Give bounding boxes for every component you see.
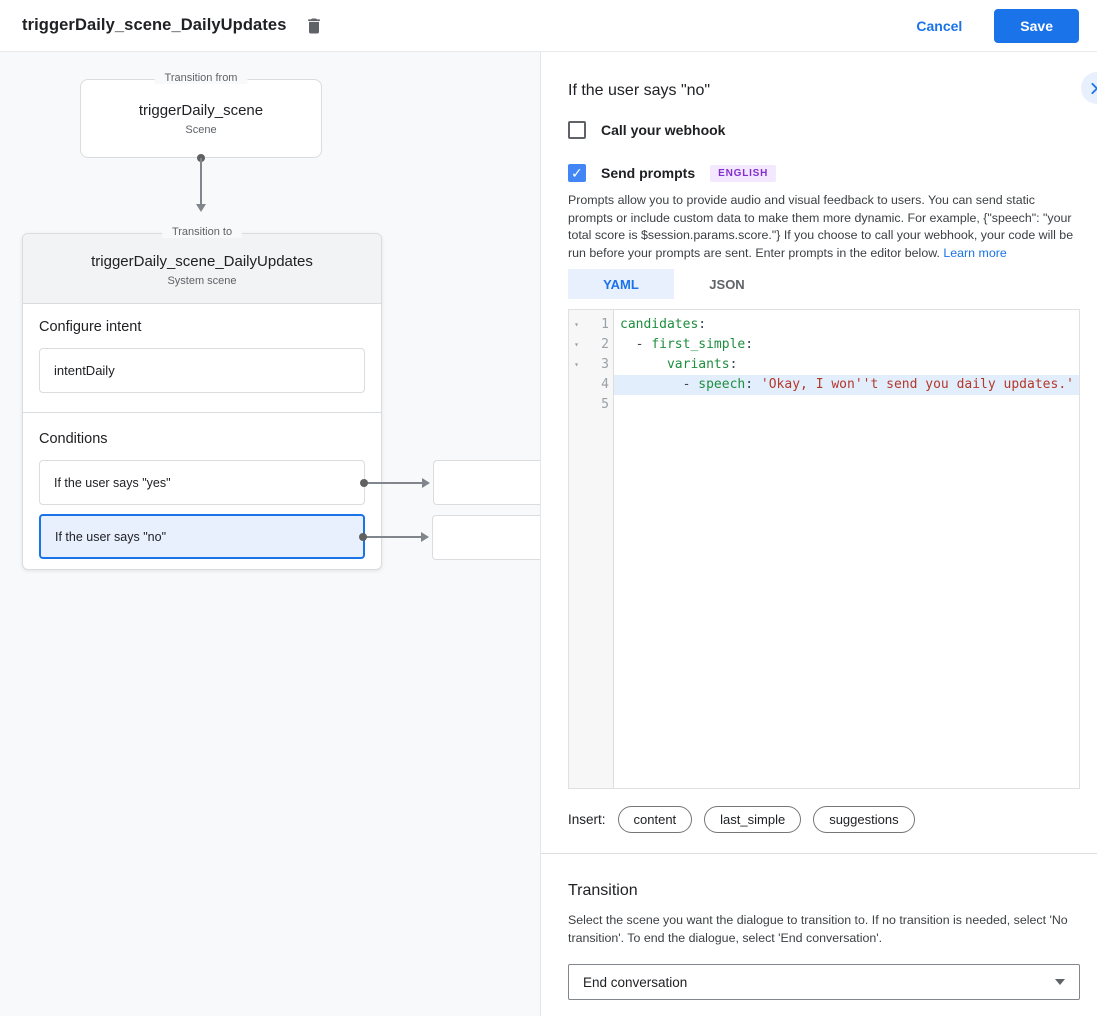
trash-icon [304, 16, 324, 36]
condition-arrow-line [367, 481, 424, 484]
to-scene-header: triggerDaily_scene_DailyUpdates System s… [23, 234, 381, 304]
condition-item-no[interactable]: If the user says "no" [39, 514, 558, 560]
learn-more-link[interactable]: Learn more [943, 245, 1007, 260]
line-number: 3 [601, 357, 609, 372]
insert-chip-last-simple[interactable]: last_simple [704, 806, 802, 833]
transition-to-legend: Transition to [161, 226, 243, 238]
cancel-button[interactable]: Cancel [916, 17, 963, 34]
fold-spacer [569, 395, 584, 415]
delete-scene-button[interactable] [304, 16, 324, 36]
editor-format-tabs: YAML JSON [568, 269, 1080, 299]
line-number: 4 [601, 377, 609, 392]
transition-title: Transition [568, 882, 638, 899]
prompts-description: Prompts allow you to provide audio and v… [568, 193, 1074, 260]
language-badge: ENGLISH [710, 164, 777, 182]
send-prompts-row: Send prompts ENGLISH [568, 164, 1080, 182]
intent-item[interactable]: intentDaily [39, 348, 365, 393]
transition-from-legend: Transition from [154, 72, 248, 84]
chevron-right-icon [1086, 80, 1097, 97]
save-button[interactable]: Save [994, 8, 1079, 43]
condition-arrow-dot [359, 532, 367, 541]
fold-toggle-icon[interactable]: ▾ [574, 320, 579, 329]
condition-arrow-line [366, 535, 423, 538]
webhook-row: Call your webhook [568, 121, 1080, 139]
condition-no-label: If the user says "no" [55, 529, 167, 544]
insert-chip-content[interactable]: content [617, 806, 693, 833]
send-prompts-label: Send prompts [601, 165, 696, 181]
condition-arrowhead [422, 477, 430, 488]
condition-arrow-dot [360, 478, 368, 487]
fold-toggle-icon[interactable]: ▾ [574, 360, 579, 369]
transition-description: Select the scene you want the dialogue t… [568, 913, 1068, 945]
insert-chip-suggestions[interactable]: suggestions [813, 806, 915, 833]
send-prompts-checkbox[interactable] [568, 164, 586, 182]
code-line-2[interactable]: ▾2 - first_simple: [569, 335, 1079, 355]
from-scene-type: Scene [185, 124, 217, 136]
card-divider [23, 412, 381, 413]
code-line-4[interactable]: 4 - speech: 'Okay, I won''t send you dai… [569, 375, 1079, 395]
transition-target-stub[interactable] [432, 515, 558, 560]
code-line-3[interactable]: ▾3 variants: [569, 355, 1079, 375]
fold-toggle-icon[interactable]: ▾ [574, 340, 579, 349]
insert-label: Insert: [568, 812, 606, 827]
webhook-checkbox[interactable] [568, 121, 586, 139]
insert-row: Insert: content last_simple suggestions [568, 806, 1080, 833]
code-line-5[interactable]: 5 [569, 395, 1079, 415]
webhook-label: Call your webhook [601, 122, 726, 138]
transition-section: Transition Select the scene you want the… [541, 853, 1097, 1000]
fold-spacer [569, 375, 584, 395]
configure-intent-label: Configure intent [39, 319, 142, 335]
to-scene-name: triggerDaily_scene_DailyUpdates [91, 253, 313, 270]
condition-yes-label: If the user says "yes" [54, 475, 171, 490]
condition-arrowhead [421, 531, 429, 542]
top-bar: triggerDaily_scene_DailyUpdates Cancel S… [0, 0, 1097, 52]
tab-json[interactable]: JSON [709, 276, 745, 292]
conditions-label: Conditions [39, 431, 108, 447]
panel-title: If the user says "no" [568, 82, 711, 99]
transition-to-node[interactable]: Transition to triggerDaily_scene_DailyUp… [22, 226, 559, 570]
page-title: triggerDaily_scene_DailyUpdates [22, 16, 287, 34]
tab-yaml[interactable]: YAML [568, 269, 674, 299]
flow-connector-arrowhead [196, 204, 206, 212]
detail-panel: If the user says "no" Call your webhook … [541, 52, 1097, 1016]
condition-item-yes[interactable]: If the user says "yes" [39, 460, 559, 505]
line-number: 5 [601, 397, 609, 412]
line-number: 2 [601, 337, 609, 352]
to-scene-type: System scene [167, 275, 237, 287]
transition-select[interactable]: End conversation [568, 964, 1080, 1000]
transition-from-node[interactable]: Transition from triggerDaily_scene Scene [80, 72, 322, 158]
dropdown-caret-icon [1055, 979, 1065, 985]
line-number: 1 [601, 317, 609, 332]
from-scene-name: triggerDaily_scene [138, 102, 264, 119]
transition-select-value: End conversation [583, 974, 688, 990]
flow-connector-line [200, 158, 202, 206]
collapse-panel-button[interactable] [1081, 72, 1097, 104]
